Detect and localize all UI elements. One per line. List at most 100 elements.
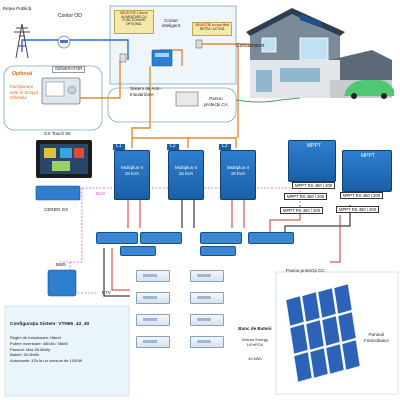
selector-left-line-1: SELECTIE 1 Surse	[120, 11, 148, 15]
multiplus-l1: L1 Multiplus II 15 kVA	[113, 143, 150, 200]
grid-tower-icon	[14, 23, 30, 59]
ac-panel-label: Panou protecții CA	[204, 96, 228, 107]
gx-touch-screen-icon	[36, 140, 92, 178]
phase-l2-label: L2	[167, 143, 179, 150]
generator-label: GENERATOR	[52, 66, 86, 73]
dc-busbar-6	[200, 246, 236, 256]
mppt-label-3: MPPT RS 450 / 200	[280, 207, 324, 214]
multiplus-l1-model: Multiplus II	[121, 165, 143, 170]
mppt-unit-2: MPPT	[342, 150, 392, 192]
bms-label: BMS	[56, 262, 66, 267]
dc-to-bat-neg	[103, 248, 130, 297]
dc-to-bat-pos	[111, 248, 130, 291]
smart-meter-icon	[151, 49, 173, 67]
battery-bank-brand: Victron Energy	[241, 336, 269, 342]
battery-bank-capacity: 40 kWh	[248, 356, 262, 362]
multiplus-l3-text: Multiplus II 15 kVA	[221, 165, 255, 176]
multiplus-l2-text: Multiplus II 15 kVA	[169, 165, 203, 176]
battery-bank-info: Banc de Baterii Victron Energy LiFePO4 4…	[232, 326, 278, 362]
dc-l1	[127, 198, 141, 228]
battery-module	[190, 336, 224, 348]
config-line-2: Putere invertoare: 45kVA / 36kW	[10, 340, 68, 346]
selector-left-line-4: OPTIONAL	[125, 22, 143, 27]
meter-label: Contor OD	[58, 13, 82, 19]
smart-meter-label: Contor inteligent	[161, 18, 181, 29]
pv-line	[330, 215, 341, 263]
selector-left-line-2: ALIMENTARE CU	[121, 14, 147, 19]
multiplus-l1-text: Multiplus II 15 kVA	[115, 165, 149, 176]
battery-module	[190, 314, 224, 326]
dc-panel-label: Panou protecții CC	[286, 268, 325, 273]
dc-busbar-2	[140, 232, 182, 244]
pv-array-icon	[285, 283, 361, 383]
meter-icon	[57, 35, 71, 49]
multiplus-l1-power: 15 kVA	[124, 170, 140, 176]
gx-touch-label: GX Touch 50	[44, 131, 71, 136]
multiplus-l3: L3 Multiplus II 15 kVA	[219, 143, 256, 200]
cerbo-gx-icon	[35, 185, 81, 201]
battery-module	[136, 292, 170, 304]
multiplus-l2-power: 15 kVA	[178, 170, 194, 176]
garden-line	[235, 97, 301, 103]
config-line-5: Autonomie: 42h la un consum de 1000W	[10, 358, 83, 364]
battery-module	[190, 270, 224, 282]
grid-label: Rețea Publică	[2, 6, 32, 11]
dc-busbar-4	[248, 232, 294, 244]
ac-panel-1: Panou	[209, 96, 223, 101]
dc-l3	[231, 198, 245, 228]
pv-label: Panouri Fotovoltaice	[364, 332, 389, 344]
battery-module	[136, 270, 170, 282]
switch-icon-1	[119, 53, 127, 63]
consumers-label: Consumatori	[236, 43, 265, 49]
ac-bus-l3	[188, 137, 237, 148]
grid-line-2	[80, 39, 129, 60]
mppt-label-1: MPPT RS 450 / 200	[292, 182, 336, 189]
generator-icon	[41, 77, 81, 105]
generator-desc-3: Ofertului	[10, 95, 27, 101]
bms-icon	[47, 269, 77, 297]
multiplus-l2-model: Multiplus II	[175, 165, 197, 170]
phase-l3-label: L3	[219, 143, 231, 150]
generator-desc-2: este în Scopul	[10, 89, 38, 95]
cerbo-label: CERBO GX	[44, 207, 69, 212]
optional-label: Opțional	[12, 71, 33, 77]
multiplus-l3-power: 15 kVA	[230, 170, 246, 176]
btv-label: BTV	[102, 290, 111, 295]
pv-label-1: Panouri	[368, 332, 385, 337]
config-title: Configurația Sistem: VTN65_43_40	[10, 322, 90, 327]
ac-panel-icon	[175, 91, 199, 107]
phase-l1-label: L1	[113, 143, 125, 150]
generator-desc: Funcționare este în Scopul Ofertului	[10, 84, 38, 101]
mppt-label-5: MPPT RS 450 / 200	[336, 206, 380, 213]
battery-module	[136, 314, 170, 326]
dc-busbar-1	[96, 232, 138, 244]
ac-bus-l2	[132, 137, 189, 148]
battery-bank-title: Banc de Baterii	[238, 326, 272, 331]
mppt-label-4: MPPT RS 450 / 200	[340, 192, 384, 199]
config-panel: Configurația Sistem: VTN65_43_40 Regim d…	[10, 322, 128, 364]
config-line-1: Regim de funcționare: Hibrid	[10, 334, 61, 340]
mppt-unit-1: MPPT	[288, 140, 336, 182]
anti-islanding-1: Sistem de Anti-	[130, 86, 161, 91]
config-line-3: Panouri: Max 55.8kWp	[10, 346, 51, 352]
selector-left-line-3: FUNCȚIONARE	[122, 18, 146, 23]
pv-label-2: Fotovoltaice	[364, 337, 389, 343]
battery-module	[136, 336, 170, 348]
bus-line-2	[60, 188, 83, 263]
battery-bank-type: LiFePO4	[247, 342, 263, 348]
config-area-box	[4, 305, 130, 397]
battery-module	[190, 292, 224, 304]
config-line-4: Baterii: 40.0kWh	[10, 352, 40, 358]
mppt-1-top-label: MPPT	[307, 143, 321, 149]
generator-desc-1: Funcționare	[10, 84, 34, 89]
dc-mppt-2	[284, 205, 351, 232]
selector-right-line-1: SELECȚIE cu sau fără	[195, 23, 229, 27]
mppt-2-top-label: MPPT	[361, 153, 375, 159]
selector-left-box: SELECTIE 1 Surse ALIMENTARE CU FUNCȚIONA…	[114, 10, 154, 34]
multiplus-l3-model: Multiplus II	[227, 165, 249, 170]
switch-icon-2	[195, 39, 203, 49]
mppt-label-2: MPPT RS 450 / 200	[284, 193, 328, 200]
ev-car-icon	[344, 80, 394, 99]
